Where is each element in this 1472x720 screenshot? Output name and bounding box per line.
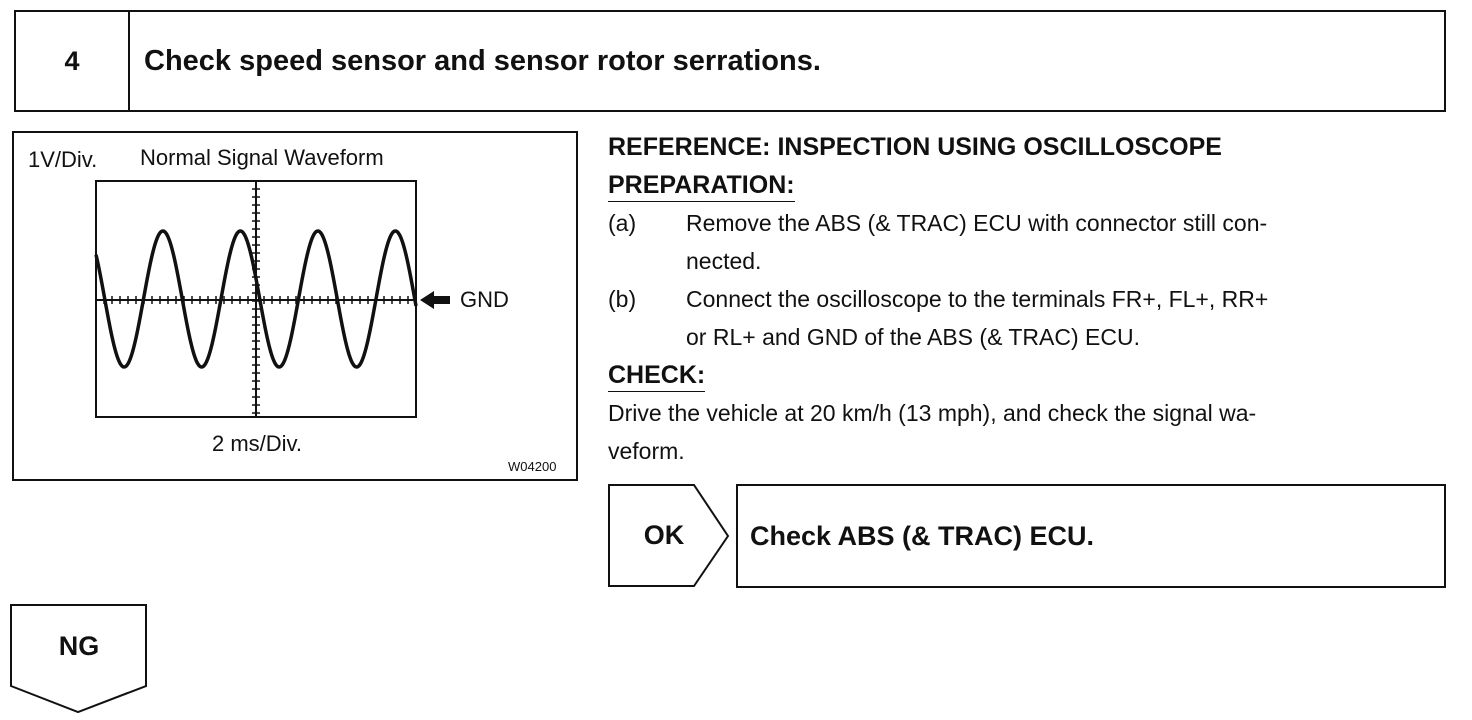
- figure-code: W04200: [508, 459, 557, 474]
- ng-label: NG: [58, 630, 100, 661]
- list-item: (a) Remove the ABS (& TRAC) ECU with con…: [608, 204, 1448, 280]
- item-text: Remove the ABS (& TRAC) ECU with connect…: [686, 210, 1268, 236]
- ok-result-box: Check ABS (& TRAC) ECU.: [736, 484, 1446, 588]
- step-title: Check speed sensor and sensor rotor serr…: [144, 44, 821, 77]
- ng-arrow-icon: [10, 604, 147, 714]
- ok-label: OK: [643, 519, 685, 550]
- check-text: veform.: [608, 438, 685, 464]
- gnd-label: GND: [460, 287, 509, 312]
- item-text: or RL+ and GND of the ABS (& TRAC) ECU.: [686, 324, 1140, 350]
- reference-heading: REFERENCE: INSPECTION USING OSCILLOSCOPE: [608, 133, 1222, 161]
- waveform-figure: 1V/Div. Normal Signal Waveform GND 2 ms/…: [12, 131, 578, 481]
- reference-section: REFERENCE: INSPECTION USING OSCILLOSCOPE…: [608, 128, 1448, 470]
- time-div-label: 2 ms/Div.: [212, 431, 303, 456]
- item-text: nected.: [686, 248, 762, 274]
- step-header: 4 Check speed sensor and sensor rotor se…: [14, 10, 1446, 112]
- item-label: (a): [608, 210, 637, 236]
- figure-title: Normal Signal Waveform: [140, 145, 384, 170]
- ok-result-text: Check ABS (& TRAC) ECU.: [750, 520, 1095, 551]
- waveform-diagram: [94, 180, 450, 418]
- preparation-heading: PREPARATION:: [608, 169, 795, 202]
- check-text: Drive the vehicle at 20 km/h (13 mph), a…: [608, 400, 1257, 426]
- item-label: (b): [608, 286, 637, 312]
- item-text: Connect the oscilloscope to the terminal…: [686, 286, 1269, 312]
- volt-div-label: 1V/Div.: [28, 147, 98, 172]
- list-item: (b) Connect the oscilloscope to the term…: [608, 280, 1448, 356]
- signal-waveform: [94, 229, 418, 369]
- ok-arrow-icon: [608, 484, 730, 587]
- gnd-arrow-icon: [420, 291, 450, 309]
- step-number: 4: [16, 12, 130, 110]
- check-heading: CHECK:: [608, 359, 706, 392]
